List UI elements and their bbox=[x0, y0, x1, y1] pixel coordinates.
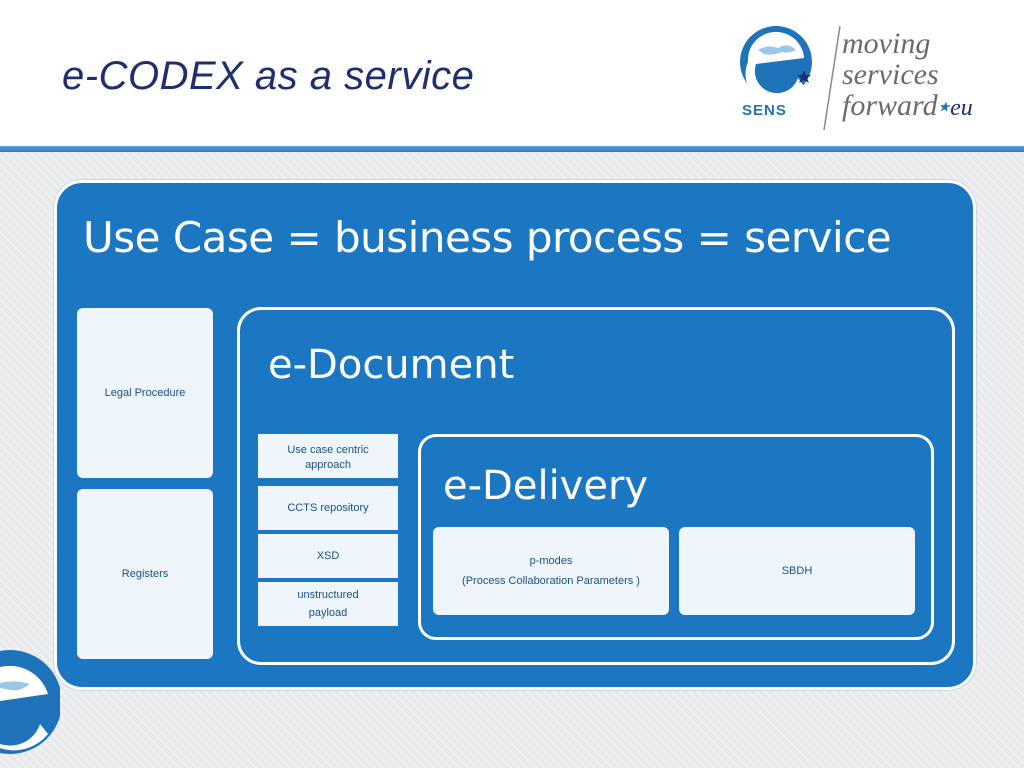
slide-title: e-CODEX as a service bbox=[62, 54, 475, 98]
e-document-title: e-Document bbox=[268, 342, 515, 388]
legal-procedure-label: Legal Procedure bbox=[104, 387, 186, 399]
logo-brand-text: SENS bbox=[742, 102, 787, 119]
unstructured-payload-box: unstructured payload bbox=[258, 582, 398, 626]
ccts-repository-box: CCTS repository bbox=[258, 486, 398, 530]
p-modes-description: (Process Collaboration Parameters ) bbox=[462, 575, 640, 587]
slide-header bbox=[0, 0, 1024, 148]
sbdh-label: SBDH bbox=[781, 565, 813, 577]
header-divider bbox=[0, 146, 1024, 152]
use-case-centric-line-1: Use case centric bbox=[287, 444, 369, 456]
sbdh-box: SBDH bbox=[679, 527, 915, 615]
registers-box: Registers bbox=[77, 489, 213, 659]
use-case-title: Use Case = business process = service bbox=[83, 213, 892, 262]
e-sens-logo-icon bbox=[740, 26, 812, 105]
tagline-forward: forward bbox=[842, 89, 938, 122]
tagline-line-2: services bbox=[842, 58, 939, 91]
e-delivery-box: e-Delivery p-modes (Process Collaboratio… bbox=[418, 434, 934, 640]
tagline-eu: eu bbox=[950, 95, 973, 121]
star-dot-icon: ★ bbox=[937, 100, 951, 116]
use-case-centric-box: Use case centric approach bbox=[258, 434, 398, 478]
unstructured-line-1: unstructured bbox=[297, 589, 359, 601]
use-case-centric-line-2: approach bbox=[305, 459, 351, 471]
p-modes-label: p-modes bbox=[529, 555, 573, 567]
xsd-label: XSD bbox=[316, 550, 340, 562]
e-document-box: e-Document Use case centric approach CCT… bbox=[237, 307, 955, 665]
unstructured-line-2: payload bbox=[308, 607, 348, 619]
logo-tagline: moving services forward★eu bbox=[842, 28, 973, 124]
tagline-line-1: moving bbox=[842, 27, 931, 60]
legal-procedure-box: Legal Procedure bbox=[77, 308, 213, 478]
corner-logo-icon bbox=[0, 650, 60, 754]
ccts-repository-label: CCTS repository bbox=[287, 502, 369, 514]
p-modes-box: p-modes (Process Collaboration Parameter… bbox=[433, 527, 669, 615]
registers-label: Registers bbox=[121, 568, 169, 580]
logo-divider-icon bbox=[823, 26, 841, 130]
xsd-box: XSD bbox=[258, 534, 398, 578]
e-delivery-title: e-Delivery bbox=[443, 463, 649, 509]
use-case-panel: Use Case = business process = service Le… bbox=[54, 180, 976, 690]
tagline-line-3: forward★eu bbox=[842, 90, 973, 124]
